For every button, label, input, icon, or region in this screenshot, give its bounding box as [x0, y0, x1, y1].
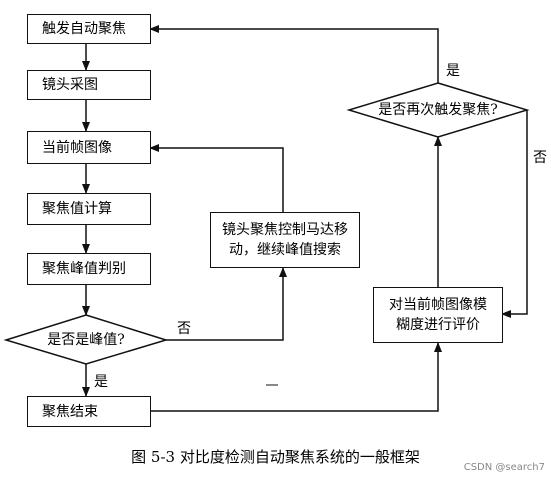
node-current-frame: 当前帧图像	[27, 131, 151, 164]
decision-is-peak-shape	[3, 314, 169, 365]
node-lens-capture: 镜头采图	[27, 70, 151, 100]
edge-label-refocus-yes: 是	[446, 63, 460, 79]
node-focus-end: 聚焦结束	[27, 396, 151, 427]
figure-caption: 图 5-3 对比度检测自动聚焦系统的一般框架	[131, 448, 420, 466]
arrow-motor-to-frame	[149, 144, 284, 212]
node-focus-calc: 聚焦值计算	[27, 193, 151, 225]
edge-label-is-peak-yes: 是	[94, 374, 108, 390]
node-peak-judge: 聚焦峰值判别	[27, 253, 151, 285]
decision-refocus-label: 是否再次触发聚焦?	[378, 102, 498, 118]
edge-label-refocus-no: 否	[533, 150, 547, 166]
arrow-refocus-no-to-eval	[501, 110, 528, 318]
watermark: CSDN @search7	[463, 462, 545, 473]
arrow-end-to-eval	[150, 342, 442, 412]
node-motor-control: 镜头聚焦控制马达移 动，继续峰值搜索	[210, 212, 360, 268]
arrow-decision-no-to-motor	[166, 267, 287, 341]
node-blur-eval: 对当前帧图像模 糊度进行评价	[373, 287, 503, 343]
node-trigger-focus: 触发自动聚焦	[27, 14, 151, 44]
decision-refocus-shape	[346, 82, 530, 138]
arrow-refocus-yes-to-trigger	[149, 25, 439, 83]
decision-is-peak-label: 是否是峰值?	[47, 332, 125, 348]
edge-label-is-peak-no: 否	[177, 321, 191, 337]
